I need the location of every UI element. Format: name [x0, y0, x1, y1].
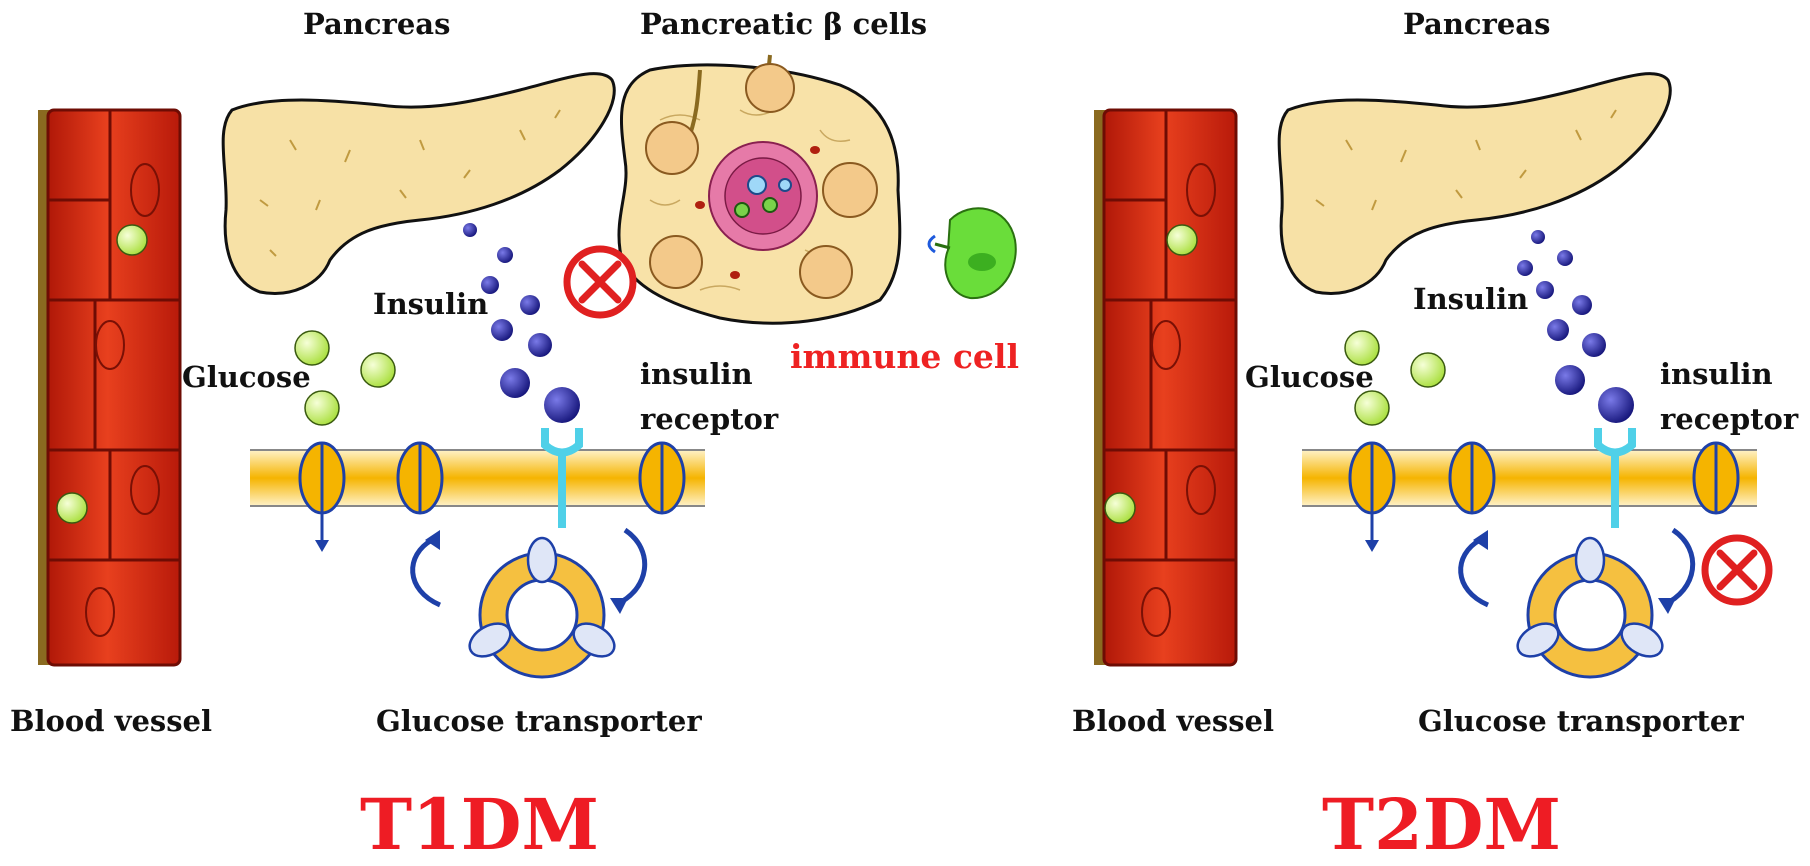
t1-glucose-label: Glucose — [182, 360, 311, 394]
glucose-transporter-vesicle-t2 — [1458, 527, 1696, 679]
blood-vessel-t2 — [1094, 108, 1238, 667]
t2-pancreas-label: Pancreas — [1403, 7, 1551, 41]
blood-vessel-t1 — [38, 108, 182, 667]
t1-title: T1DM — [360, 783, 599, 866]
insulin-molecules-t2 — [1517, 230, 1634, 423]
t1-blood-vessel-label: Blood vessel — [10, 704, 213, 738]
t1-glucose-transporter-label: Glucose transporter — [376, 704, 702, 738]
t2dm-panel — [1094, 72, 1773, 679]
beta-cells-tissue — [617, 54, 902, 325]
t2-title: T2DM — [1322, 783, 1561, 866]
t2-insulin-receptor-label-1: insulin — [1660, 357, 1773, 391]
insulin-molecules-t1 — [463, 223, 580, 423]
block-symbol-t2 — [1701, 534, 1773, 606]
t1-insulin-receptor-label-1: insulin — [640, 357, 753, 391]
pancreas-organ-t2 — [1277, 72, 1672, 295]
t1-insulin-label: Insulin — [373, 287, 489, 321]
immune-cell-shape — [927, 207, 1017, 300]
cell-membrane-t2 — [1302, 428, 1757, 552]
t2-glucose-transporter-label: Glucose transporter — [1418, 704, 1744, 738]
block-symbol-t1 — [563, 245, 637, 319]
t1-immune-cell-label: immune cell — [790, 337, 1020, 376]
t1dm-panel — [38, 54, 1017, 679]
pancreas-organ-t1 — [221, 72, 616, 295]
cell-membrane-t1 — [250, 428, 705, 552]
t2-glucose-label: Glucose — [1245, 360, 1374, 394]
t2-blood-vessel-label: Blood vessel — [1072, 704, 1275, 738]
t1-insulin-receptor-label-2: receptor — [640, 402, 779, 436]
t2-insulin-receptor-label-2: receptor — [1660, 402, 1799, 436]
glucose-transporter-vesicle-t1 — [410, 527, 648, 679]
t1-pancreas-label: Pancreas — [303, 7, 451, 41]
t2-insulin-label: Insulin — [1413, 282, 1529, 316]
glucose-molecules-t1 — [294, 330, 396, 426]
t1-beta-cells-label: Pancreatic β cells — [640, 7, 928, 41]
glucose-molecules-t2 — [1344, 330, 1446, 426]
